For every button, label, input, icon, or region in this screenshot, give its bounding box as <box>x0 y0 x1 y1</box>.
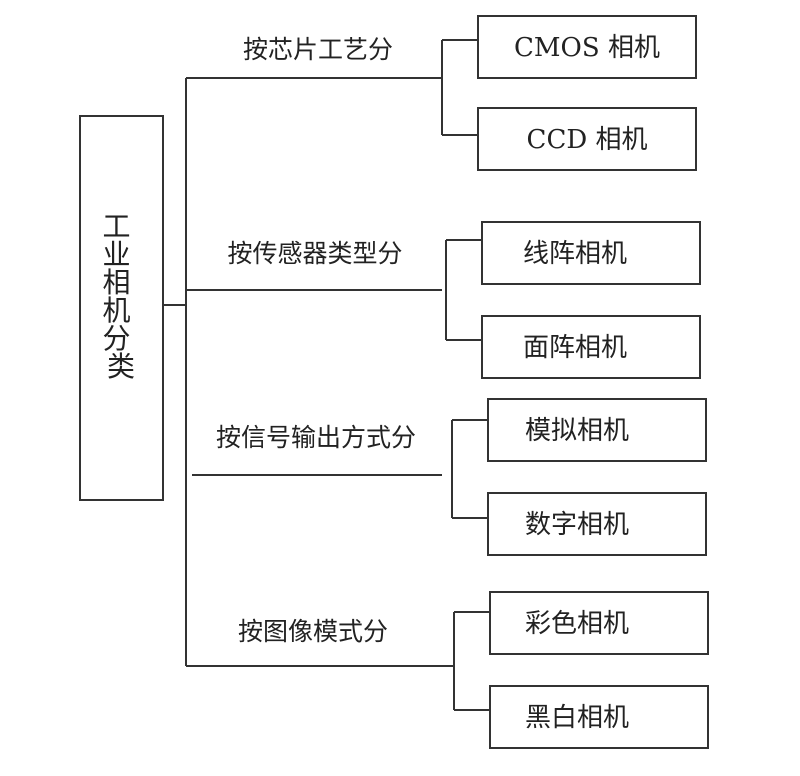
leaf-label-digital-camera: 数字相机 <box>525 510 629 540</box>
root-char: 机 <box>103 294 131 327</box>
leaf-box-cmos-camera <box>477 15 697 79</box>
branch-label: 按图像模式分 <box>238 617 388 646</box>
leaf-box-monochrome-camera <box>489 685 709 749</box>
branch-label: 按传感器类型分 <box>227 239 402 268</box>
leaf-box-digital-camera <box>487 492 707 556</box>
root-char: 分 <box>103 322 131 355</box>
branch-sensor-type: 按传感器类型分 线阵相机 面阵相机 <box>186 221 701 379</box>
root-node-box <box>79 115 164 501</box>
leaf-box-area-scan-camera <box>481 315 701 379</box>
leaf-label-ccd-camera: CCD 相机 <box>527 125 648 155</box>
root-node-label: 工 业 相 机 分 类 <box>103 210 140 383</box>
leaf-label-color-camera: 彩色相机 <box>525 609 629 639</box>
branch-label: 按信号输出方式分 <box>216 423 416 452</box>
leaf-label-monochrome-camera: 黑白相机 <box>525 703 629 733</box>
branch-chip-process: 按芯片工艺分 CMOS 相机 CCD 相机 <box>186 15 697 171</box>
leaf-box-ccd-camera <box>477 107 697 171</box>
branch-label: 按芯片工艺分 <box>243 35 393 64</box>
branch-signal-output: 按信号输出方式分 模拟相机 数字相机 <box>192 398 707 556</box>
leaf-label-area-scan-camera: 面阵相机 <box>523 333 627 363</box>
leaf-box-analog-camera <box>487 398 707 462</box>
leaf-label-cmos-camera: CMOS 相机 <box>514 33 660 63</box>
leaf-box-line-scan-camera <box>481 221 701 285</box>
root-char: 业 <box>103 238 131 271</box>
leaf-label-analog-camera: 模拟相机 <box>525 416 629 446</box>
root-char: 相 <box>103 266 131 299</box>
root-char: 工 <box>103 210 131 243</box>
leaf-label-line-scan-camera: 线阵相机 <box>523 239 627 269</box>
branch-image-mode: 按图像模式分 彩色相机 黑白相机 <box>186 591 709 749</box>
root-char: 类 <box>107 350 135 383</box>
leaf-box-color-camera <box>489 591 709 655</box>
